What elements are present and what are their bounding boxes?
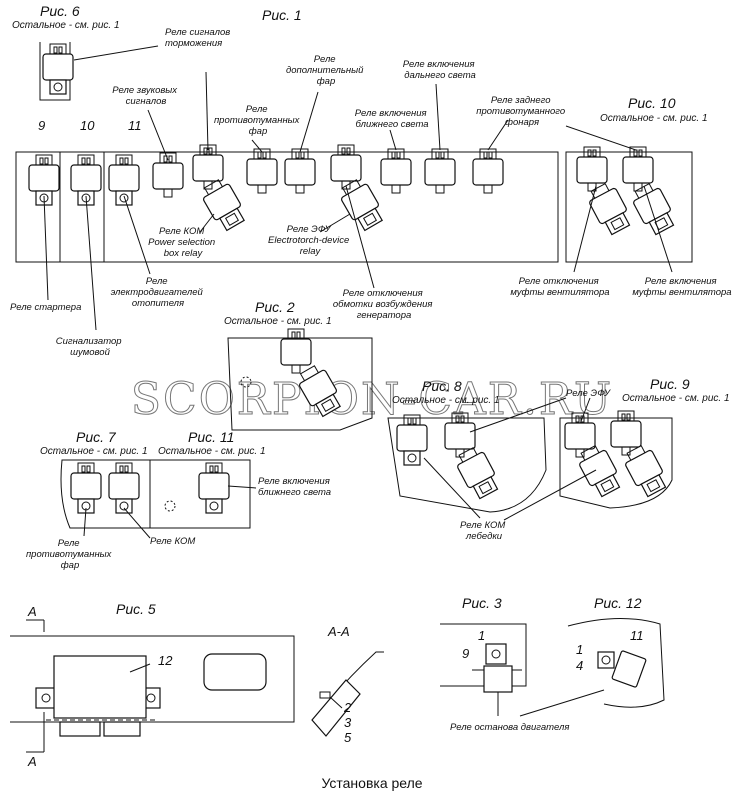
section-arrow-top: [26, 619, 45, 632]
winch-pto-relay-label: Реле КОМ лебедки: [460, 520, 508, 542]
section-arrow-bottom: [26, 712, 45, 753]
num-9: 9: [38, 118, 45, 133]
fig5-num-12: 12: [158, 653, 173, 668]
fig12-num-11: 11: [630, 628, 644, 643]
figure-5: Рис. 5 A A 12: [10, 601, 295, 769]
fig7-fog-relay-label: Реле противотуманных фар: [26, 538, 114, 571]
heater-motor-relay-label: Реле электродвигателей отопителя: [111, 276, 206, 309]
engine-stop-relay-label: Реле останова двигателя: [450, 722, 569, 733]
fig3-num-9: 9: [462, 646, 469, 661]
fan-clutch-off-relay-top: [576, 146, 608, 192]
fig7-note: Остальное - см. рис. 1: [40, 446, 148, 457]
figure-1: Рис. 1 9 10 11 Реле звуковых: [10, 7, 568, 358]
section-a-a: A-A 2 3 5: [311, 624, 384, 745]
efu-relay-short-label: Реле ЭФУ: [566, 388, 611, 399]
fig5-cover: [203, 653, 267, 691]
fig7-pto-relay: [108, 462, 140, 514]
fig8-note: Остальное - см. рис. 1: [392, 395, 500, 406]
fan-clutch-on-label: Реле включения муфты вентилятора: [632, 276, 731, 298]
figure-12: Рис. 12 1 4 11: [567, 595, 665, 708]
fog-relay-label: Реле противотуманных фар: [214, 104, 302, 137]
figure-6: Рис. 6 Остальное - см. рис. 1 Реле сигна…: [12, 3, 233, 101]
fog-relay: [246, 148, 278, 194]
horn-relay-label: Реле звуковых сигналов: [112, 85, 179, 107]
fig9-relay-3: [574, 441, 625, 500]
fig2-mount-hole: [240, 376, 252, 388]
rear-fog-relay-label: Реле заднего противотуманного фонаря: [476, 95, 568, 128]
figure-2: Рис. 2 Остальное - см. рис. 1: [224, 299, 373, 431]
fig7-pto-relay-label: Реле КОМ: [150, 536, 195, 547]
fig9-title: Рис. 9: [650, 376, 690, 392]
fig10-title: Рис. 10: [628, 95, 676, 111]
aa-num-3: 3: [344, 715, 352, 730]
rear-fog-relay: [472, 148, 504, 194]
fig6-brake-relay: [42, 43, 74, 95]
fig9-note: Остальное - см. рис. 1: [622, 393, 730, 404]
fig9-relay-4: [620, 441, 671, 500]
fig2-relay-top: [280, 328, 312, 374]
fig11-low-beam-label: Реле включения ближнего света: [258, 476, 332, 498]
high-beam-relay: [424, 148, 456, 194]
figure-7: Рис. 7 Остальное - см. рис. 1 Реле проти…: [26, 429, 195, 571]
section-mark-top: A: [27, 604, 37, 619]
aux-headlight-relay: [284, 148, 316, 194]
watermark: SCORPION-CAR.RU: [131, 374, 613, 425]
fig11-title: Рис. 11: [188, 429, 234, 445]
efu-relay: [335, 175, 388, 234]
fig6-note: Остальное - см. рис. 1: [12, 20, 120, 31]
fan-clutch-on-relay: [628, 179, 679, 238]
efu-relay-label: Реле ЭФУ Electrotorch-device relay: [268, 224, 352, 257]
fig12-title: Рис. 12: [594, 595, 642, 611]
num-11: 11: [128, 118, 142, 133]
aux-headlight-relay-label: Реле дополнительный фар: [286, 54, 366, 87]
fan-clutch-off-relay: [584, 179, 635, 238]
fig12-num-1: 1: [576, 642, 583, 657]
num-10: 10: [80, 118, 95, 133]
figure-3: Рис. 3 1 9 Реле останова двигателя: [440, 595, 605, 733]
fan-clutch-off-label: Реле отключения муфты вентилятора: [510, 276, 609, 298]
fig5-title: Рис. 5: [116, 601, 156, 617]
fig7-title: Рис. 7: [76, 429, 117, 445]
fig7-fog-relay: [70, 462, 102, 514]
fig12-relay: [611, 650, 647, 688]
low-beam-relay-label: Реле включения ближнего света: [355, 108, 429, 130]
fig10-note: Остальное - см. рис. 1: [600, 113, 708, 124]
figure-9: Рис. 9 Остальное - см. рис. 1 Реле ЭФУ Р…: [423, 376, 730, 542]
fig3-title: Рис. 3: [462, 595, 502, 611]
fig8-title: Рис. 8: [422, 378, 462, 394]
fig2-note: Остальное - см. рис. 1: [224, 316, 332, 327]
high-beam-relay-label: Реле включения дальнего света: [403, 59, 477, 81]
fig5-control-unit: [53, 655, 147, 719]
aa-num-2: 2: [343, 700, 352, 715]
low-beam-relay: [380, 148, 412, 194]
fig12-num-4: 4: [576, 658, 583, 673]
fig11-mount-hole: [164, 500, 176, 512]
fig1-title: Рис. 1: [262, 7, 302, 23]
fig3-num-1: 1: [478, 628, 485, 643]
fig6-title: Рис. 6: [40, 3, 80, 19]
section-mark-bottom: A: [27, 754, 37, 769]
pto-relay-label: Реле КОМ Power selection box relay: [148, 226, 218, 259]
fig8-relay-3: [452, 443, 503, 502]
starter-relay-label: Реле стартера: [10, 302, 81, 313]
figure-11: Рис. 11 Остальное - см. рис. 1 Реле вклю…: [150, 429, 332, 529]
brake-signal-relay-label: Реле сигналов торможения: [165, 27, 233, 49]
figure-10: Рис. 10 Остальное - см. рис. 1 Реле откл…: [510, 95, 731, 298]
engine-stop-relay: [483, 665, 513, 693]
aa-num-5: 5: [344, 730, 352, 745]
section-unit: [311, 679, 361, 737]
caption: Установка реле: [321, 775, 422, 791]
section-title: A-A: [327, 624, 350, 639]
figure-8: Рис. 8 Остальное - см. рис. 1: [387, 378, 547, 513]
fig11-low-beam-relay: [198, 462, 230, 514]
generator-off-relay-label: Реле отключения обмотки возбуждения гене…: [333, 288, 435, 321]
fig11-note: Остальное - см. рис. 1: [158, 446, 266, 457]
noise-signal-label: Сигнализатор шумовой: [56, 336, 124, 358]
fig2-title: Рис. 2: [255, 299, 295, 315]
